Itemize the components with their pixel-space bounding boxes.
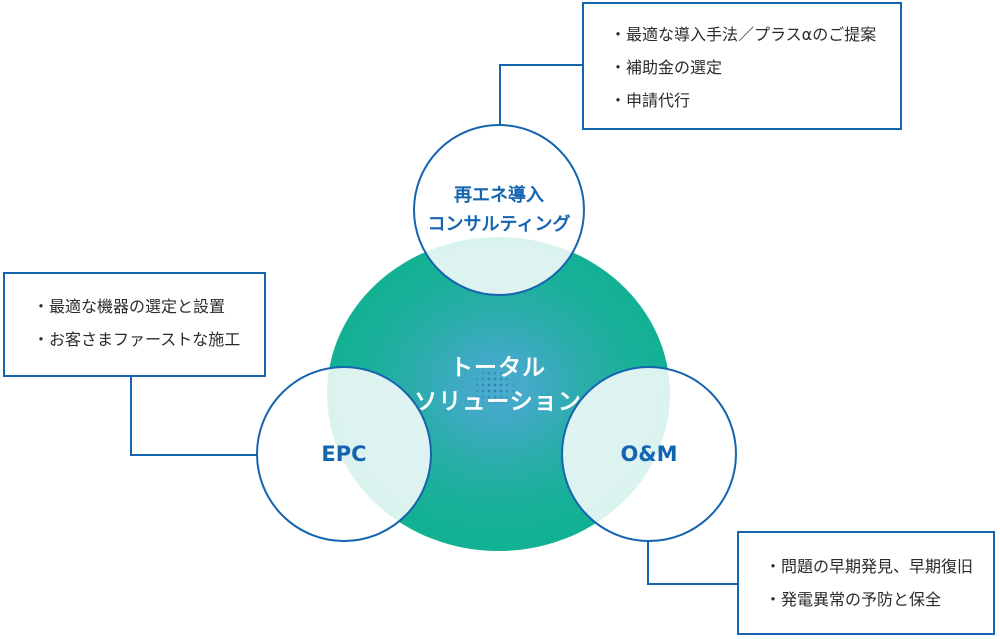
node-label-consulting-line2: コンサルティング — [427, 214, 571, 235]
connector-epc-horizontal — [130, 454, 258, 456]
connector-consulting-vertical — [499, 64, 501, 125]
callout-epc-item: ・最適な機器の選定と設置 — [33, 297, 226, 316]
callout-consulting-item: ・申請代行 — [610, 91, 691, 110]
center-label-line1: トータル — [450, 355, 546, 381]
node-label-epc: EPC — [321, 442, 367, 466]
callout-consulting-item: ・補助金の選定 — [610, 58, 723, 77]
callout-om: ・問題の早期発見、早期復旧 ・発電異常の予防と保全 — [737, 531, 995, 635]
node-circle-om: O&M — [561, 366, 737, 542]
center-label: トータル ソリューション — [348, 351, 648, 419]
center-label-line2: ソリューション — [414, 389, 582, 415]
callout-epc-item: ・お客さまファーストな施工 — [33, 330, 241, 349]
callout-consulting-item: ・最適な導入手法／プラスαのご提案 — [610, 25, 877, 44]
connector-consulting-horizontal — [499, 64, 583, 66]
node-label-consulting-line1: 再エネ導入 — [453, 185, 544, 206]
node-label-consulting: 再エネ導入 コンサルティング — [428, 181, 571, 239]
halftone-dots-decoration — [468, 364, 518, 408]
node-circle-epc: EPC — [256, 366, 432, 542]
node-circle-consulting: 再エネ導入 コンサルティング — [413, 124, 585, 296]
callout-consulting: ・最適な導入手法／プラスαのご提案 ・補助金の選定 ・申請代行 — [582, 2, 902, 130]
connector-om-vertical — [647, 540, 649, 585]
callout-om-item: ・発電異常の予防と保全 — [765, 590, 942, 609]
connector-epc-vertical — [130, 376, 132, 456]
callout-om-item: ・問題の早期発見、早期復旧 — [765, 557, 974, 576]
connector-om-horizontal — [647, 583, 738, 585]
callout-epc: ・最適な機器の選定と設置 ・お客さまファーストな施工 — [3, 272, 266, 377]
node-label-om: O&M — [620, 442, 678, 466]
